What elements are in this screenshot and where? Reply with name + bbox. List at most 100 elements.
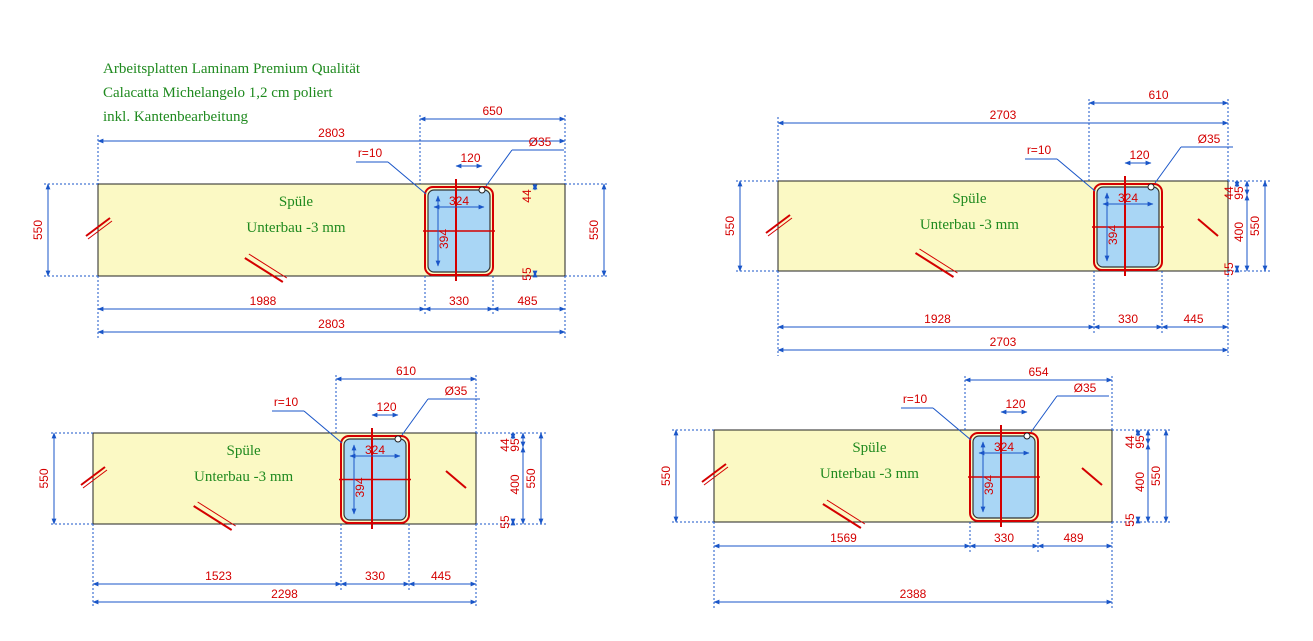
tap-hole bbox=[394, 435, 402, 443]
bottom-gap-label: 55 bbox=[520, 267, 534, 281]
tap-diameter-label: Ø35 bbox=[445, 384, 468, 398]
break-mark bbox=[80, 466, 106, 486]
radius-label: r=10 bbox=[903, 392, 928, 406]
break-mark bbox=[82, 469, 108, 489]
bottom-total-label: 2298 bbox=[271, 587, 298, 601]
break-mark bbox=[85, 217, 111, 237]
mount-label: Unterbau -3 mm bbox=[246, 220, 345, 236]
bottom-left-label: 1523 bbox=[205, 569, 232, 583]
tap-leader bbox=[1030, 395, 1058, 433]
radius-leader bbox=[1056, 158, 1096, 192]
bowl-depth-label: 394 bbox=[982, 475, 996, 495]
top-total-label: 2803 bbox=[318, 126, 345, 140]
top-offset-label: 654 bbox=[1028, 365, 1048, 379]
radius-leader bbox=[303, 410, 343, 444]
top-gap-label: 44 bbox=[520, 189, 534, 203]
bowl-width-label: 324 bbox=[449, 194, 469, 208]
radius-label: r=10 bbox=[1027, 143, 1052, 157]
bottom-gap-label: 55 bbox=[1222, 262, 1236, 276]
bowl-width-label: 324 bbox=[1118, 191, 1138, 205]
header-line-2: Calacatta Michelangelo 1,2 cm poliert bbox=[103, 85, 333, 101]
radius-leader bbox=[387, 161, 427, 195]
break-mark bbox=[248, 253, 288, 279]
break-mark bbox=[87, 220, 113, 240]
bowl-depth-label: 394 bbox=[437, 229, 451, 249]
bottom-left-label: 1928 bbox=[924, 312, 951, 326]
depth-left-label: 550 bbox=[723, 216, 737, 236]
break-mark bbox=[914, 252, 955, 278]
top-offset-label: 610 bbox=[396, 364, 416, 378]
bottom-total-label: 2703 bbox=[990, 335, 1017, 349]
countertop-slab bbox=[713, 429, 1113, 523]
break-mark bbox=[767, 217, 793, 237]
top-gap-label: 44 bbox=[1222, 186, 1236, 200]
break-mark bbox=[193, 505, 233, 531]
front-gap-label: 400 bbox=[508, 474, 522, 494]
bottom-right-label: 445 bbox=[431, 569, 451, 583]
break-mark bbox=[244, 257, 284, 283]
tap-leader bbox=[1154, 146, 1182, 184]
bottom-sink-label: 330 bbox=[994, 531, 1014, 545]
depth-right-label: 550 bbox=[587, 220, 601, 240]
break-mark bbox=[1197, 218, 1219, 237]
break-mark bbox=[703, 466, 729, 486]
tap-offset-label: 120 bbox=[460, 151, 480, 165]
break-mark bbox=[197, 501, 236, 527]
tap-diameter-label: Ø35 bbox=[1198, 132, 1221, 146]
bottom-sink-label: 330 bbox=[365, 569, 385, 583]
bottom-gap-label: 55 bbox=[1123, 513, 1137, 527]
top-gap-label: 44 bbox=[498, 438, 512, 452]
break-mark bbox=[919, 248, 958, 274]
back-gap-label: 95 bbox=[508, 438, 522, 452]
depth-left-label: 550 bbox=[659, 466, 673, 486]
front-gap-label: 400 bbox=[1133, 472, 1147, 492]
tap-hole bbox=[1147, 183, 1155, 191]
top-total-label: 2703 bbox=[990, 108, 1017, 122]
back-gap-label: 95 bbox=[1133, 435, 1147, 449]
sink-label: Spüle bbox=[852, 440, 887, 456]
header-line-3: inkl. Kantenbearbeitung bbox=[103, 109, 248, 125]
top-offset-label: 650 bbox=[482, 104, 502, 118]
break-mark bbox=[445, 470, 467, 489]
depth-left-label: 550 bbox=[37, 468, 51, 488]
tap-offset-label: 120 bbox=[1129, 148, 1149, 162]
bottom-total-label: 2803 bbox=[318, 317, 345, 331]
bowl-depth-label: 394 bbox=[1106, 225, 1120, 245]
front-gap-label: 400 bbox=[1232, 222, 1246, 242]
top-offset-label: 610 bbox=[1148, 88, 1168, 102]
tap-leader bbox=[401, 398, 429, 436]
bottom-sink-label: 330 bbox=[449, 294, 469, 308]
depth-right-label: 550 bbox=[524, 468, 538, 488]
bottom-right-label: 445 bbox=[1183, 312, 1203, 326]
bottom-right-label: 485 bbox=[517, 294, 537, 308]
tap-hole bbox=[1023, 432, 1031, 440]
radius-label: r=10 bbox=[274, 395, 299, 409]
break-mark bbox=[765, 214, 791, 234]
depth-right-label: 550 bbox=[1149, 466, 1163, 486]
tap-hole bbox=[478, 186, 486, 194]
tap-diameter-label: Ø35 bbox=[529, 135, 552, 149]
bottom-right-label: 489 bbox=[1063, 531, 1083, 545]
sink-label: Spüle bbox=[952, 191, 987, 207]
tap-leader bbox=[485, 149, 513, 187]
break-mark bbox=[1081, 467, 1103, 486]
tap-diameter-label: Ø35 bbox=[1074, 381, 1097, 395]
bottom-gap-label: 55 bbox=[498, 515, 512, 529]
mount-label: Unterbau -3 mm bbox=[820, 466, 919, 482]
bottom-left-label: 1569 bbox=[830, 531, 857, 545]
tap-offset-label: 120 bbox=[1005, 397, 1025, 411]
bottom-total-label: 2388 bbox=[900, 587, 927, 601]
bowl-depth-label: 394 bbox=[353, 477, 367, 497]
radius-leader bbox=[932, 407, 972, 441]
bowl-width-label: 324 bbox=[994, 440, 1014, 454]
depth-left-label: 550 bbox=[31, 220, 45, 240]
sink-label: Spüle bbox=[279, 194, 314, 210]
break-mark bbox=[822, 503, 862, 529]
top-gap-label: 44 bbox=[1123, 435, 1137, 449]
mount-label: Unterbau -3 mm bbox=[920, 217, 1019, 233]
countertop-slab bbox=[92, 432, 477, 525]
radius-label: r=10 bbox=[358, 146, 383, 160]
